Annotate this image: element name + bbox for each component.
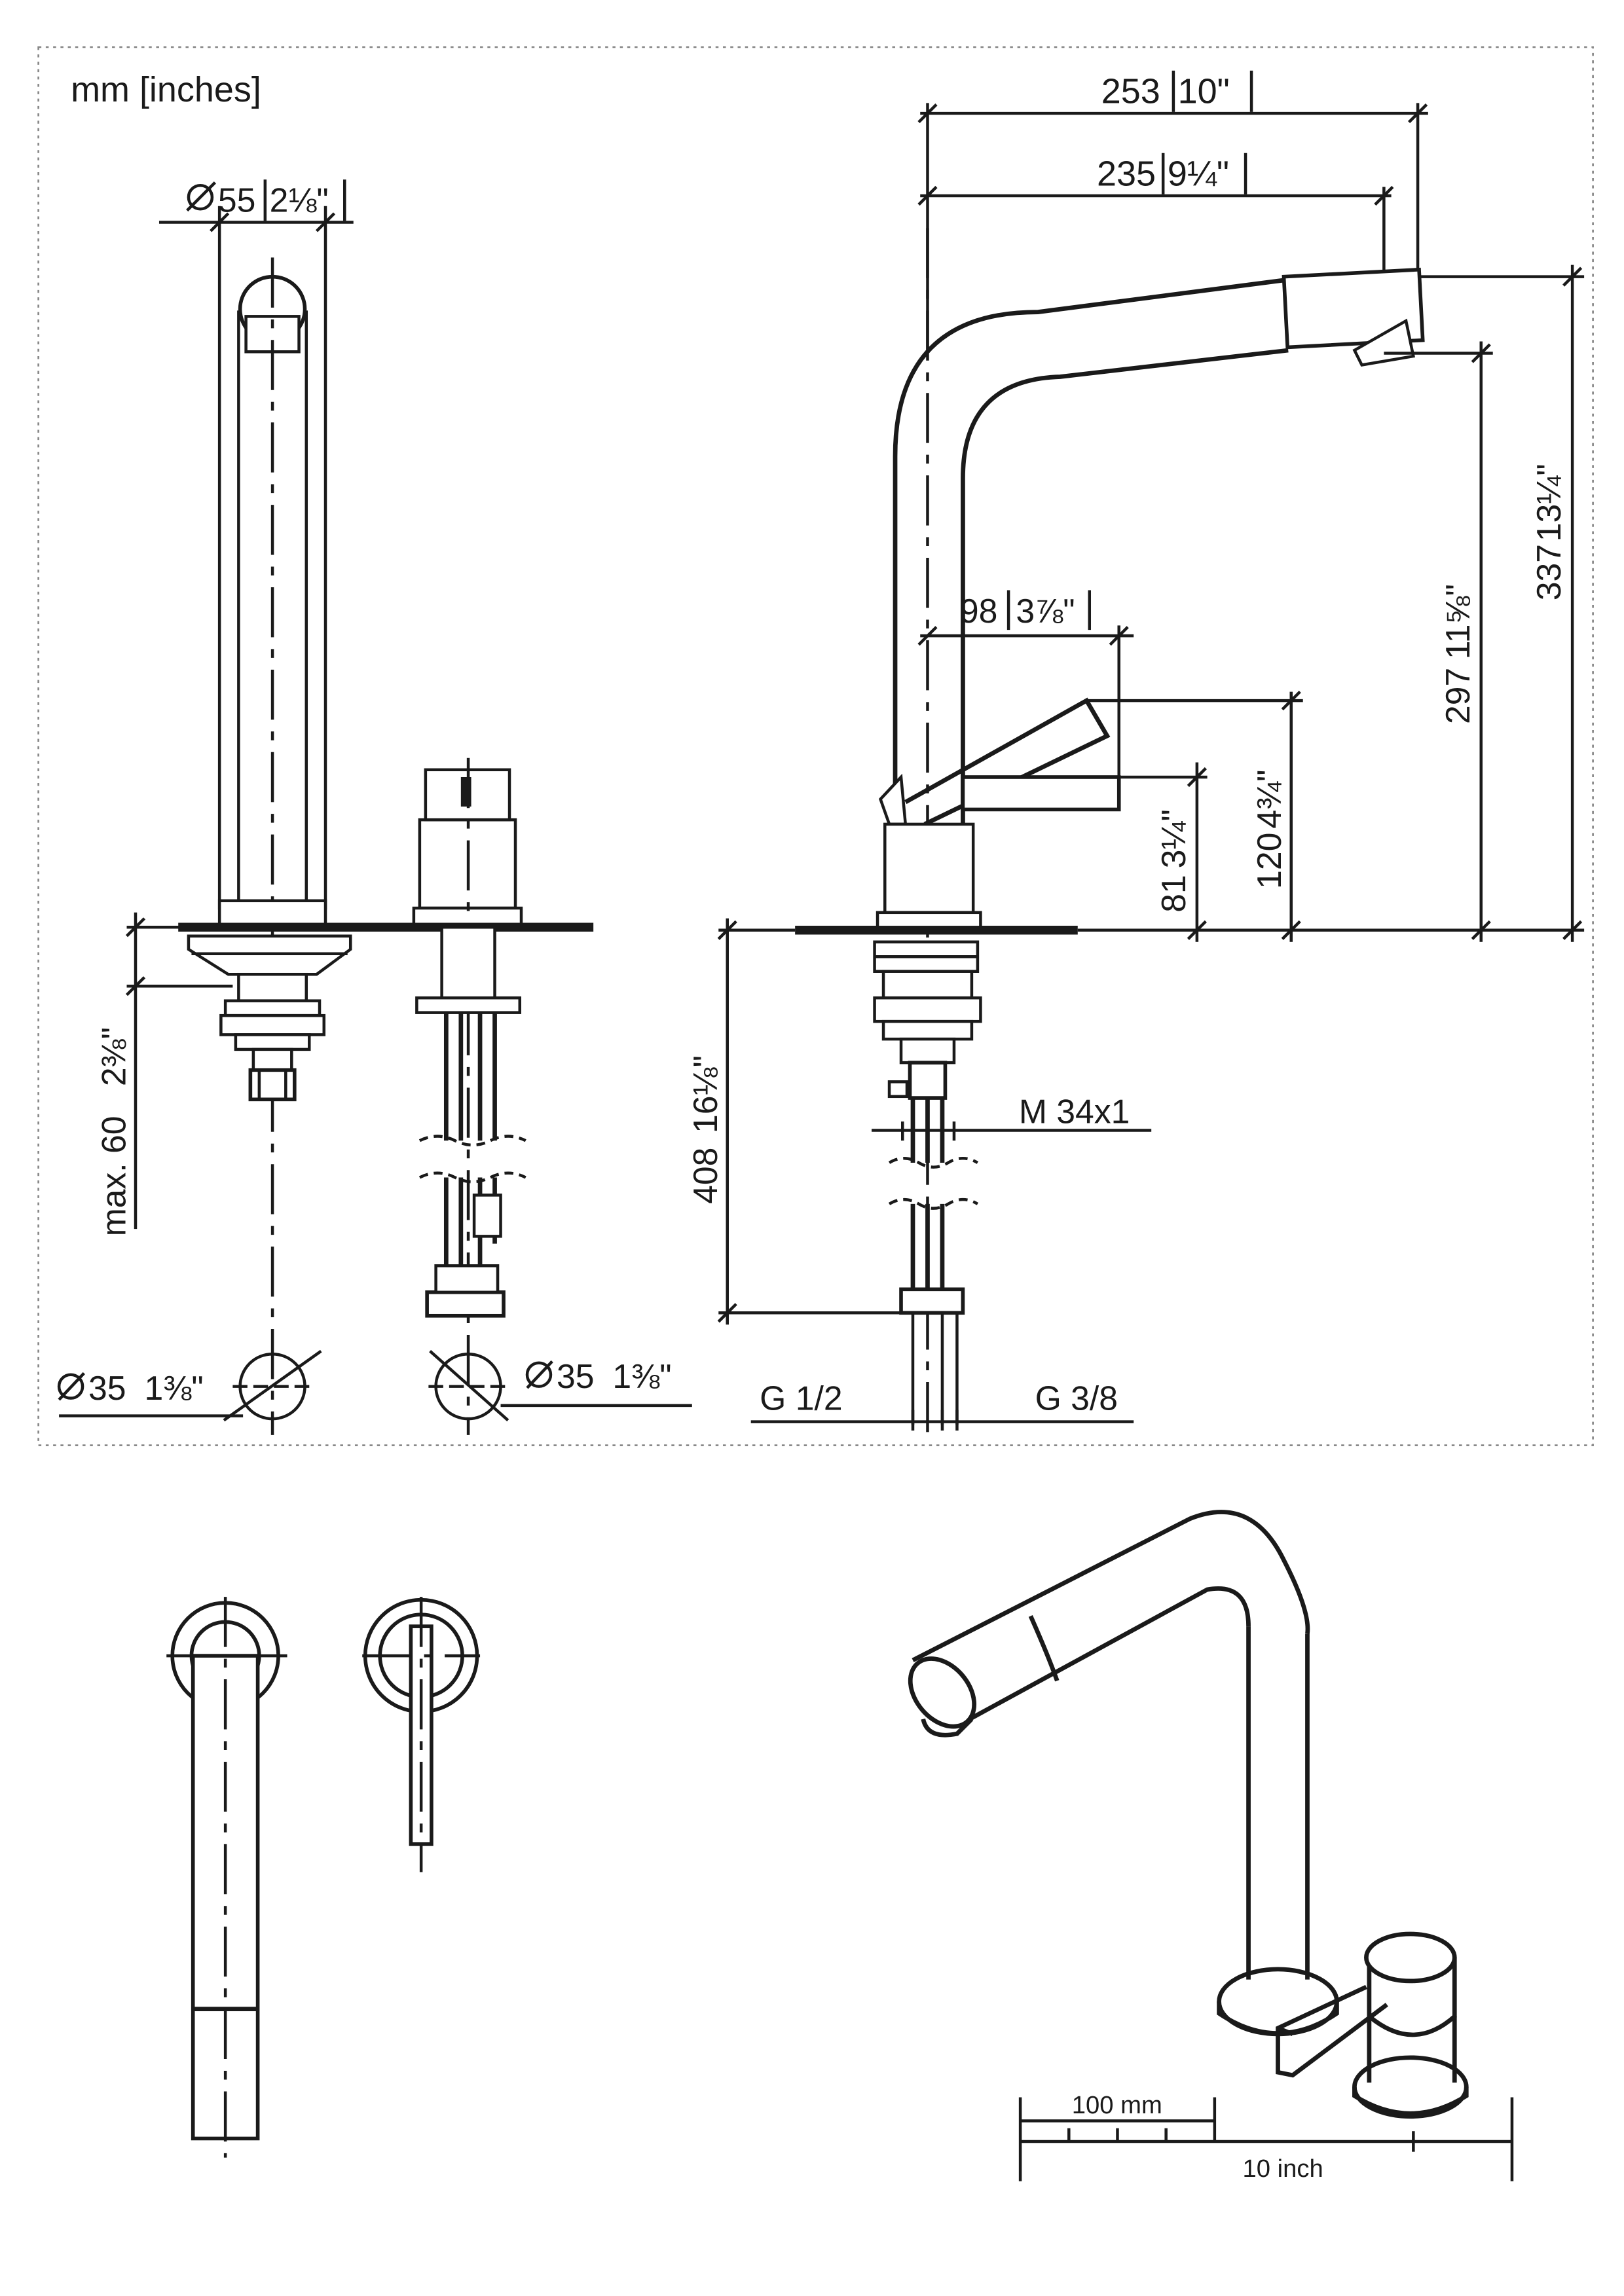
lever-height-inch: 3¼"	[1154, 809, 1192, 868]
hole-left: 35 1⅜"	[57, 1349, 322, 1422]
width-total-inch: 10"	[1178, 71, 1230, 111]
lever-height-value: 81	[1154, 875, 1192, 913]
spout-fixing	[187, 934, 352, 1102]
isometric-view	[908, 1510, 1469, 2119]
total-height-value: 337	[1530, 544, 1568, 600]
conn-left-value: G 1/2	[760, 1379, 842, 1417]
lever-offset-value: 98	[960, 592, 997, 630]
front-view: 55 2⅛"	[57, 179, 692, 1435]
dim-deck-max: max. 60 2⅜"	[94, 912, 233, 1237]
dim-spout-diameter: 55 2⅛"	[158, 179, 354, 910]
scale-bar: 100 mm 10 inch	[1018, 2091, 1514, 2183]
dim-lever-height: 81 3¼"	[1118, 762, 1208, 942]
hole-dia-left-value: 35	[88, 1369, 126, 1407]
width-spout-inch: 9¼"	[1168, 154, 1229, 193]
dim-outlet-height: 297 11⅝"	[1384, 341, 1493, 942]
spout-dia-inch: 2⅛"	[270, 181, 329, 219]
dim-lever-up: 120 4¾"	[1086, 691, 1303, 942]
outlet-height-inch: 11⅝"	[1439, 584, 1477, 659]
spout-dia-value: 55	[218, 181, 256, 219]
lever-offset-inch: 3⅞"	[1016, 592, 1075, 630]
scale-imperial-label: 10 inch	[1243, 2155, 1323, 2183]
outlet-height-value: 297	[1439, 668, 1477, 724]
hole-dia-left-inch: 1⅜"	[144, 1369, 203, 1407]
dim-total-height: 337 13¼"	[1418, 264, 1585, 942]
deck-max-value: max. 60	[94, 1116, 132, 1237]
dim-below-deck: 408 16⅛"	[686, 918, 902, 1325]
hole-dia-right-inch: 1⅜"	[612, 1357, 671, 1395]
mixer-hoses	[415, 926, 526, 1318]
total-height-inch: 13¼"	[1530, 464, 1568, 541]
units-note: mm [inches]	[71, 70, 261, 109]
width-total-value: 253	[1101, 71, 1160, 111]
below-deck-inch: 16⅛"	[686, 1055, 724, 1133]
top-view-mixer	[362, 1597, 481, 1872]
hole-right: 35 1⅜"	[428, 1350, 692, 1422]
dim-lever-offset: 98 3⅞"	[917, 590, 1134, 780]
mixer-cap-iso	[1364, 1931, 1457, 1984]
lever-up-inch: 4¾"	[1250, 769, 1288, 828]
scale-metric-label: 100 mm	[1072, 2091, 1162, 2119]
spout-side	[893, 277, 1289, 913]
below-deck-value: 408	[686, 1148, 724, 1204]
lever-up-value: 120	[1250, 833, 1288, 889]
spray-head	[1282, 267, 1425, 350]
conn-right-value: G 3/8	[1035, 1379, 1118, 1417]
width-spout-value: 235	[1097, 154, 1156, 193]
dim-thread: M 34x1	[872, 1092, 1152, 1141]
thread-value: M 34x1	[1019, 1092, 1130, 1130]
deck-max-inch: 2⅜"	[94, 1027, 132, 1086]
top-view-left	[166, 1597, 287, 2158]
hole-dia-right-value: 35	[557, 1357, 595, 1395]
mixer-base-iso	[1352, 2055, 1469, 2119]
dim-connections: G 1/2 G 3/8	[750, 1379, 1134, 1431]
drawing-frame	[37, 46, 1594, 1446]
side-view: 253 10" 235 9¼"	[686, 70, 1585, 1443]
